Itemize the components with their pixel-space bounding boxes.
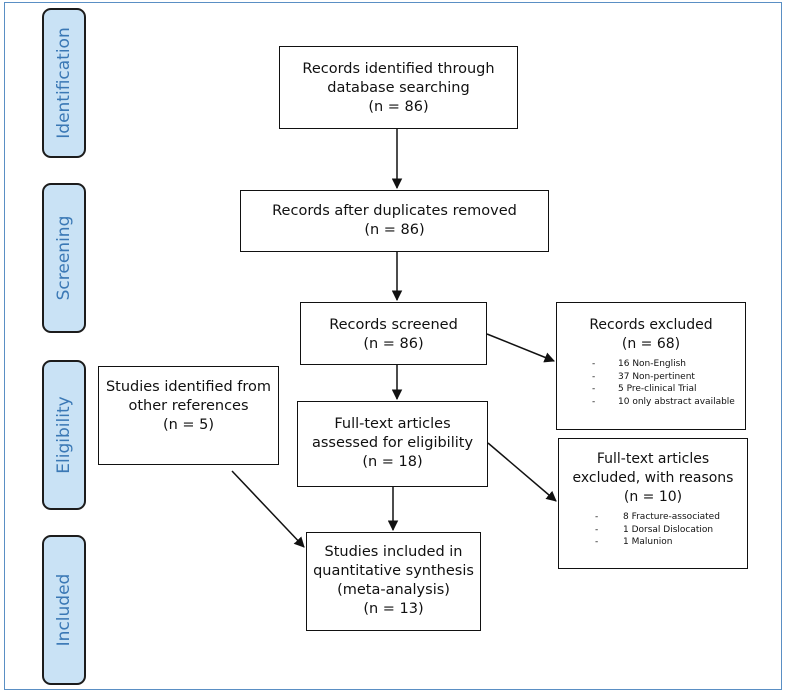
- studies-included-line-1: Studies included in: [324, 544, 463, 560]
- fulltext-excluded-box: Full-text articles excluded, with reason…: [558, 438, 748, 569]
- records-excluded-count: (n = 68): [621, 336, 681, 352]
- records-excluded-box: Records excluded (n = 68) -16 Non-Englis…: [556, 302, 746, 430]
- list-item: -8 Fracture-associated: [595, 512, 720, 522]
- fulltext-assessed-line-1: Full-text articles: [334, 416, 451, 432]
- other-references-line-1: Studies identified from: [105, 379, 272, 395]
- fulltext-assessed-line-2: assessed for eligibility: [311, 435, 474, 451]
- arrow-other-to-included: [231, 470, 305, 548]
- fulltext-assessed-box: Full-text articles assessed for eligibil…: [297, 401, 488, 487]
- list-item: -5 Pre-clinical Trial: [592, 384, 697, 394]
- list-item: -10 only abstract available: [592, 396, 735, 407]
- fulltext-excluded-count: (n = 10): [623, 489, 683, 505]
- records-identified-line-2: database searching: [327, 80, 470, 96]
- list-item: -37 Non-pertinent: [592, 371, 695, 382]
- other-references-box: Studies identified from other references…: [98, 366, 279, 465]
- phase-included: Included: [42, 535, 86, 685]
- studies-included-count: (n = 13): [363, 601, 424, 617]
- fulltext-excluded-reasons: -8 Fracture-associated -1 Dorsal Disloca…: [595, 511, 747, 549]
- records-screened-line-1: Records screened: [329, 317, 458, 333]
- list-item: -1 Malunion: [595, 537, 673, 547]
- phase-identification: Identification: [42, 8, 86, 158]
- records-excluded-reasons: -16 Non-English -37 Non-pertinent -5 Pre…: [592, 358, 745, 408]
- records-identified-box: Records identified through database sear…: [279, 46, 518, 129]
- studies-included-box: Studies included in quantitative synthes…: [306, 532, 481, 631]
- phase-screening: Screening: [42, 183, 86, 333]
- fulltext-excluded-line-2: excluded, with reasons: [572, 470, 734, 486]
- other-references-line-2: other references: [128, 398, 249, 414]
- studies-included-line-3: (meta-analysis): [337, 582, 450, 598]
- records-screened-box: Records screened (n = 86): [300, 302, 487, 365]
- fulltext-assessed-count: (n = 18): [362, 454, 423, 470]
- records-identified-line-1: Records identified through: [302, 61, 495, 77]
- figure-frame: [4, 2, 782, 690]
- duplicates-removed-line-1: Records after duplicates removed: [272, 203, 517, 219]
- other-references-count: (n = 5): [162, 417, 215, 433]
- records-identified-count: (n = 86): [368, 99, 429, 115]
- records-screened-count: (n = 86): [363, 336, 424, 352]
- arrow-screened-to-excluded: [486, 333, 555, 363]
- list-item: -16 Non-English: [592, 359, 687, 369]
- studies-included-line-2: quantitative synthesis: [313, 563, 474, 579]
- arrow-fulltext-to-excluded: [487, 442, 557, 502]
- duplicates-removed-count: (n = 86): [364, 222, 425, 238]
- phase-eligibility: Eligibility: [42, 360, 86, 510]
- fulltext-excluded-line-1: Full-text articles: [596, 451, 710, 467]
- records-excluded-line-1: Records excluded: [589, 317, 713, 333]
- list-item: -1 Dorsal Dislocation: [595, 524, 714, 535]
- duplicates-removed-box: Records after duplicates removed (n = 86…: [240, 190, 549, 252]
